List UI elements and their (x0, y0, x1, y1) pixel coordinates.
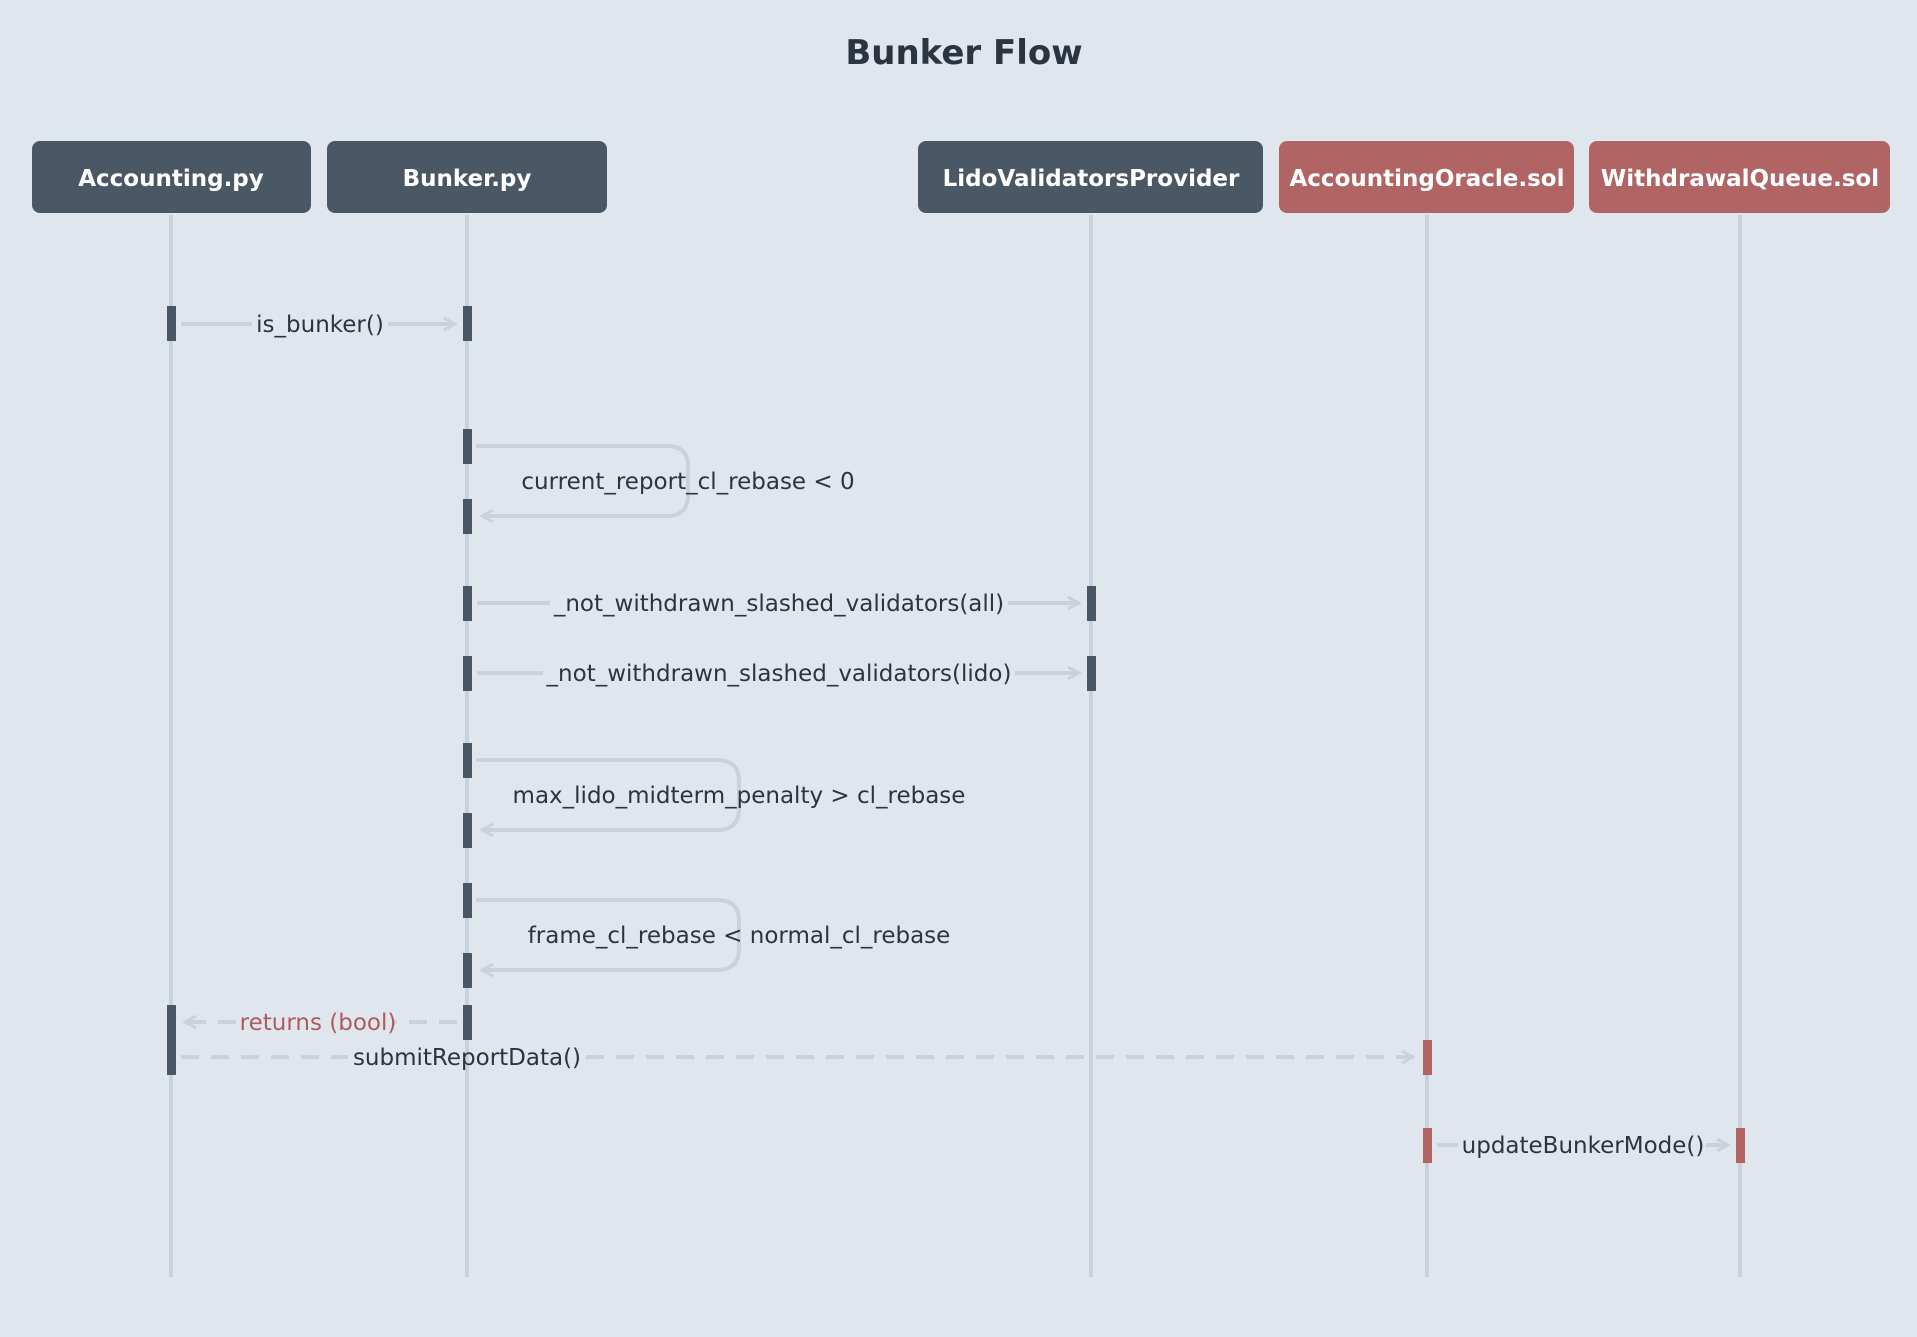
message-is-bunker: is_bunker() (181, 312, 455, 338)
activation-bar (167, 1005, 176, 1075)
participant-oracle[interactable]: AccountingOracle.sol (1279, 141, 1574, 213)
participant-label: AccountingOracle.sol (1290, 166, 1565, 192)
message-slashed-all: _not_withdrawn_slashed_validators(all) (477, 591, 1079, 617)
message-label: current_report_cl_rebase < 0 (521, 469, 854, 495)
message-label: is_bunker() (256, 312, 384, 338)
message-label: updateBunkerMode() (1462, 1133, 1705, 1159)
message-self-midterm-penalty: max_lido_midterm_penalty > cl_rebase (476, 758, 966, 830)
message-self-current-report: current_report_cl_rebase < 0 (476, 444, 855, 516)
activation-bar (463, 499, 472, 534)
activation-bar (463, 813, 472, 848)
message-label: max_lido_midterm_penalty > cl_rebase (513, 783, 966, 809)
activation-bar (463, 743, 472, 778)
participant-label: Bunker.py (403, 166, 532, 192)
message-submit-report-data: submitReportData() (181, 1045, 1413, 1071)
participant-queue[interactable]: WithdrawalQueue.sol (1589, 141, 1890, 213)
activation-bar (463, 429, 472, 464)
activation-bar (1423, 1040, 1432, 1075)
participant-label: WithdrawalQueue.sol (1601, 166, 1879, 192)
participant-accounting[interactable]: Accounting.py (32, 141, 311, 213)
message-label: _not_withdrawn_slashed_validators(all) (553, 591, 1004, 617)
message-label: frame_cl_rebase < normal_cl_rebase (528, 923, 951, 949)
activation-bar (463, 953, 472, 988)
activation-bars (167, 306, 1745, 1163)
participant-bunker[interactable]: Bunker.py (327, 141, 607, 213)
activation-bar (463, 883, 472, 918)
lifelines (169, 215, 1742, 1277)
message-update-bunker-mode: updateBunkerMode() (1437, 1133, 1728, 1159)
diagram-title: Bunker Flow (845, 33, 1082, 73)
message-label: submitReportData() (353, 1045, 581, 1071)
activation-bar (1087, 656, 1096, 691)
message-returns-bool: returns (bool) (185, 1010, 457, 1036)
participant-label: LidoValidatorsProvider (943, 166, 1240, 192)
activation-bar (463, 656, 472, 691)
activation-bar (1736, 1128, 1745, 1163)
activation-bar (1423, 1128, 1432, 1163)
participant-provider[interactable]: LidoValidatorsProvider (918, 141, 1263, 213)
message-slashed-lido: _not_withdrawn_slashed_validators(lido) (477, 661, 1079, 687)
message-label: returns (bool) (240, 1010, 397, 1036)
activation-bar (463, 1005, 472, 1040)
activation-bar (463, 306, 472, 341)
participant-label: Accounting.py (78, 166, 264, 192)
message-self-frame-rebase: frame_cl_rebase < normal_cl_rebase (476, 898, 951, 970)
activation-bar (167, 306, 176, 341)
activation-bar (463, 586, 472, 621)
message-label: _not_withdrawn_slashed_validators(lido) (546, 661, 1012, 687)
activation-bar (1087, 586, 1096, 621)
